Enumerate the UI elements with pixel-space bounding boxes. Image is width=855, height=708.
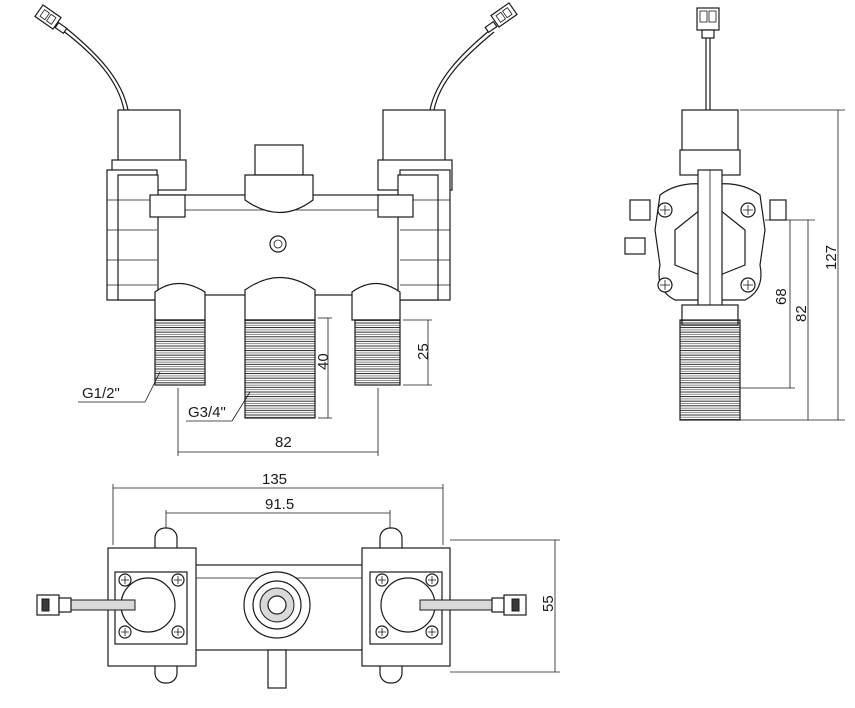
label-g12-thread: G1/2" (82, 385, 120, 402)
top-right-unit (361, 527, 527, 684)
right-cable (429, 2, 518, 111)
dim-top-bracket-spacing: 91.5 (265, 496, 294, 513)
side-thread (679, 319, 741, 421)
right-thread (354, 319, 401, 386)
front-view: 82 40 25 G1/2" G3/4" (34, 2, 518, 456)
dim-center-thread-length: 40 (315, 353, 332, 370)
left-solenoid (106, 109, 187, 301)
side-view: 127 82 68 (624, 7, 845, 421)
dim-side-height-82: 82 (793, 305, 810, 322)
dim-top-depth: 55 (540, 595, 557, 612)
top-inlet (254, 144, 304, 176)
dim-side-thread-length: 25 (415, 343, 432, 360)
top-left-unit (36, 527, 197, 684)
right-solenoid (377, 109, 453, 301)
top-view: 135 91.5 55 (36, 471, 560, 689)
left-cable (34, 4, 129, 111)
center-port (269, 235, 287, 253)
label-g34-thread: G3/4" (188, 404, 226, 421)
dim-side-total-height: 127 (823, 245, 840, 270)
dim-front-spacing: 82 (275, 434, 292, 451)
center-thread (244, 319, 316, 419)
left-thread (154, 319, 206, 386)
dim-top-overall-width: 135 (262, 471, 287, 488)
dim-side-height-68: 68 (773, 288, 790, 305)
